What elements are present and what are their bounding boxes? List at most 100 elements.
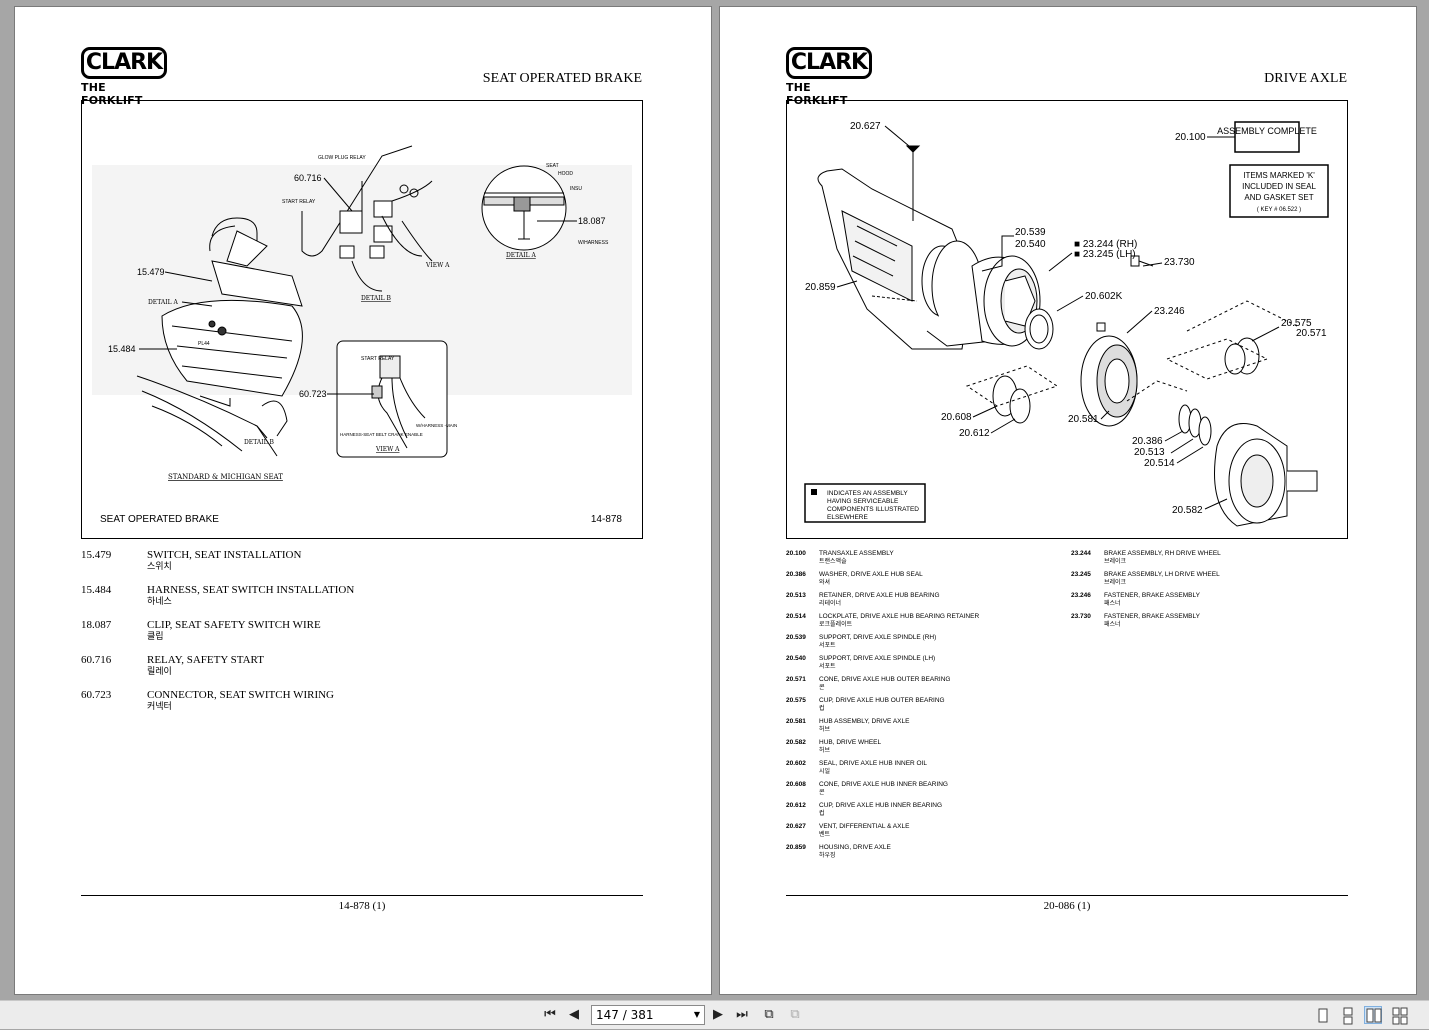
part-korean: 리테이너 [819,599,842,607]
part-korean: 패스너 [1104,599,1121,607]
part-description: CONNECTOR, SEAT SWITCH WIRING [147,689,335,701]
callout-20540: 20.540 [1015,239,1046,250]
two-page-view-icon[interactable] [1364,1006,1382,1024]
page-footer: 14-878 (1) [338,900,386,912]
part-number: 20.608 [786,781,806,788]
callout-60723: 60.723 [299,389,327,399]
part-korean: 릴레이 [147,667,172,677]
part-number: 23.246 [1071,592,1091,599]
detail-a-pointer: DETAIL A [148,299,178,306]
callout-20608: 20.608 [941,412,972,423]
detail-b-pointer: DETAIL B [244,439,274,446]
items-note-line1: ITEMS MARKED 'K' [1243,171,1315,180]
next-page-icon[interactable]: ▶ [713,1007,723,1022]
left-page: CLARK THE FORKLIFT SEAT OPERATED BRAKE [14,6,712,995]
callout-20859: 20.859 [805,282,836,293]
callout-20602k: 20.602K [1085,291,1123,302]
part-number: 20.859 [786,844,806,851]
part-description: CONE, DRIVE AXLE HUB OUTER BEARING [819,676,951,683]
detail-a-title: DETAIL A [506,252,536,259]
insu-label: INSU [570,186,582,192]
part-number: 23.244 [1071,550,1091,557]
callout-15484: 15.484 [108,344,136,354]
continuous-view-icon[interactable] [1338,1006,1356,1025]
previous-page-icon[interactable]: ◀ [569,1007,579,1022]
page-footer: 20-086 (1) [1043,900,1091,912]
two-page-continuous-view-icon[interactable] [1390,1006,1408,1025]
part-description: FASTENER, BRAKE ASSEMBLY [1104,592,1200,599]
page-number-select[interactable]: 147 / 381 ▼ [591,1005,705,1025]
part-description: FASTENER, BRAKE ASSEMBLY [1104,613,1200,620]
callout-23244: ■ 23.244 (RH) [1074,239,1137,250]
go-back-icon[interactable]: ⧉ [764,1007,774,1022]
part-korean: 커넥터 [147,702,172,712]
part-description: HARNESS, SEAT SWITCH INSTALLATION [147,584,355,596]
diagram-drawing: 20.627 20.100 20.539 20.540 ■ 23.244 (RH… [804,121,1329,527]
items-note-line3: AND GASKET SET [1244,193,1313,202]
part-korean: 하네스 [147,597,172,607]
part-description: CLIP, SEAT SAFETY SWITCH WIRE [147,619,321,631]
part-number: 20.581 [786,718,806,725]
go-forward-icon[interactable]: ⧉ [790,1007,800,1022]
callout-23245: ■ 23.245 (LH) [1074,249,1136,260]
part-number: 23.245 [1071,571,1091,578]
start-relay-view-label: START RELAY [361,356,395,362]
part-number: 15.484 [81,584,112,596]
part-korean: 패스너 [1104,620,1121,628]
part-number: 20.514 [786,613,806,620]
navigation-toolbar: ⏮ ◀ 147 / 381 ▼ ▶ ⏭ ⧉ ⧉ [0,1000,1429,1029]
pl44-label: PL44 [198,341,210,347]
view-a-title: VIEW A [375,446,400,453]
callout-60716: 60.716 [294,173,322,183]
callout-20513: 20.513 [1134,447,1165,458]
part-description: RETAINER, DRIVE AXLE HUB BEARING [819,592,940,599]
assembly-complete-note: ASSEMBLY COMPLETE [1217,126,1317,136]
single-page-view-icon[interactable] [1313,1006,1331,1024]
last-page-icon[interactable]: ⏭ [736,1007,748,1022]
part-korean: 허브 [819,725,831,733]
part-korean: 벤트 [819,830,831,838]
footer-divider [81,895,643,896]
part-number: 20.100 [786,550,806,557]
items-note-line4: ( KEY # 06.522 ) [1257,207,1301,213]
callout-23246: 23.246 [1154,306,1185,317]
seat-label: SEAT [546,163,559,169]
start-relay-label: START RELAY [282,199,316,205]
part-description: BRAKE ASSEMBLY, LH DRIVE WHEEL [1104,571,1220,578]
callout-20386: 20.386 [1132,436,1163,447]
part-korean: 트랜스액슬 [819,557,847,565]
part-korean: 로크플레이트 [819,620,853,628]
legend-line3: COMPONENTS ILLUSTRATED [827,506,919,513]
part-korean: 서포트 [819,662,836,670]
part-korean: 클립 [147,632,164,642]
w-harness-main-label: W/HARNESS -MAIN [416,423,457,428]
part-korean: 브레이크 [1104,578,1127,586]
callout-15479: 15.479 [137,267,165,277]
glow-plug-label: GLOW PLUG RELAY [318,155,366,161]
list-item: 15.484 HARNESS, SEAT SWITCH INSTALLATION… [81,584,354,619]
callout-20571: 20.571 [1296,328,1327,339]
part-korean: 컵 [819,809,825,817]
document-viewer[interactable]: CLARK THE FORKLIFT SEAT OPERATED BRAKE [0,0,1429,1000]
callout-23730: 23.730 [1164,257,1195,268]
clark-logo: CLARK THE FORKLIFT [81,47,167,107]
part-number: 20.513 [786,592,806,599]
first-page-icon[interactable]: ⏮ [544,1007,556,1022]
hood-label: HOOD [558,171,573,177]
chevron-down-icon: ▼ [693,1010,700,1019]
detail-b-title: DETAIL B [361,295,391,302]
right-page: CLARK THE FORKLIFT DRIVE AXLE [719,6,1417,995]
part-description: VENT, DIFFERENTIAL & AXLE [819,823,910,830]
